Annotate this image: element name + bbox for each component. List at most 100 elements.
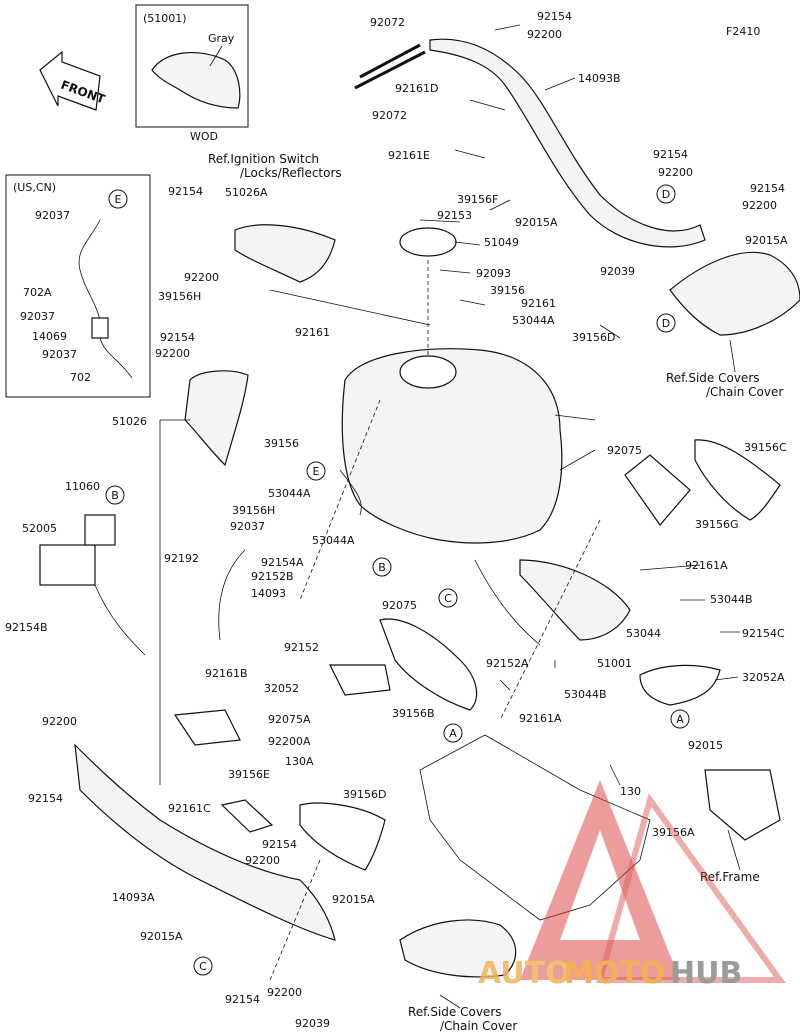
valve-14069 [91, 317, 109, 339]
callouts: E D D E B B C C A A [105, 184, 690, 976]
label-92015a-1: 92015A [515, 216, 558, 229]
label-14093a: 14093A [112, 891, 155, 904]
label-92072-bottom: 92072 [372, 109, 407, 122]
hose-92192 [218, 549, 246, 641]
fuel-pump-52005 [39, 544, 96, 586]
label-92161b: 92161B [205, 667, 248, 680]
label-92075a: 92075A [268, 713, 311, 726]
watermark-moto: MOTO [564, 956, 665, 991]
dashed-guides [269, 260, 601, 981]
callout-a-1: A [449, 727, 457, 740]
callout-d-2: D [662, 317, 670, 330]
label-92037-main: 92037 [230, 520, 265, 533]
cover-14093b [429, 38, 706, 248]
label-92075-r: 92075 [607, 444, 642, 457]
callout-e-inset: E [115, 193, 122, 206]
label-39156b: 39156B [392, 707, 435, 720]
label-53044a-3: 53044A [312, 534, 355, 547]
callout-b-2: B [378, 561, 386, 574]
fuel-tank [341, 348, 563, 544]
cowl-51026 [184, 370, 249, 467]
label-39156-a: 39156 [490, 284, 525, 297]
callout-c-2: C [199, 960, 207, 973]
label-92152a: 92152A [486, 657, 529, 670]
fuel-cap-51049 [399, 227, 457, 257]
label-92200-r1: 92200 [658, 166, 693, 179]
label-92154a: 92154A [261, 556, 304, 569]
label-92154-left: 92154 [28, 792, 63, 805]
label-39156e: 39156E [228, 768, 270, 781]
watermark-hub: HUB [670, 956, 742, 991]
label-92015: 92015 [688, 739, 723, 752]
watermark: AUTO MOTO HUB [478, 780, 786, 991]
label-92200-bm: 92200 [245, 854, 280, 867]
label-92192: 92192 [164, 552, 199, 565]
label-92200-left: 92200 [42, 715, 77, 728]
label-39156a: 39156A [652, 826, 695, 839]
label-11060: 11060 [65, 480, 100, 493]
label-92152: 92152 [284, 641, 319, 654]
label-53044b-r: 53044B [710, 593, 753, 606]
label-92161d: 92161D [395, 82, 438, 95]
gasket-11060 [84, 514, 116, 546]
watermark-auto: AUTO [478, 956, 571, 991]
label-92072-top: 92072 [370, 16, 405, 29]
part-labels: 92072 92072 92154 92200 14093B 92161D 92… [5, 10, 788, 1030]
label-92161e: 92161E [388, 149, 430, 162]
label-92154-l1: 92154 [168, 185, 203, 198]
label-92093: 92093 [476, 267, 511, 280]
label-51049: 51049 [484, 236, 519, 249]
fuel-cap-opening [399, 355, 457, 389]
inset-us-title: (US,CN) [13, 181, 56, 194]
ref-side-covers-top-2: /Chain Cover [706, 385, 783, 399]
pad-39156e [220, 799, 274, 833]
label-92037-i3: 92037 [42, 348, 77, 361]
label-32052: 32052 [264, 682, 299, 695]
callout-d-1: D [662, 188, 670, 201]
pad-39156g [624, 454, 691, 526]
side-cover-top [669, 251, 800, 336]
watermark-logo-icon [520, 780, 680, 980]
label-92161a-r: 92161A [685, 559, 728, 572]
inset-us-cn: (US,CN) [5, 174, 151, 398]
ref-side-covers-bottom: Ref.Side Covers [408, 1005, 502, 1019]
label-39156d-bottom: 39156D [343, 788, 386, 801]
label-92153: 92153 [437, 209, 472, 222]
callout-c-1: C [444, 592, 452, 605]
ref-side-covers-bottom-2: /Chain Cover [440, 1019, 517, 1033]
label-92154-l2: 92154 [160, 331, 195, 344]
hose-53044a [339, 469, 362, 516]
pad-39156b [379, 618, 478, 711]
label-92200-l2: 92200 [155, 347, 190, 360]
label-92015a-b1: 92015A [332, 893, 375, 906]
label-130: 130 [620, 785, 641, 798]
label-51026: 51026 [112, 415, 147, 428]
label-51026a: 51026A [225, 186, 268, 199]
label-14093: 14093 [251, 587, 286, 600]
label-92154: 92154 [537, 10, 572, 23]
cover-51001 [519, 559, 631, 641]
side-cover-bottom [399, 919, 517, 978]
cover-14093a [74, 743, 336, 941]
label-53044a-1: 53044A [512, 314, 555, 327]
label-92200: 92200 [527, 28, 562, 41]
label-92039: 92039 [600, 265, 635, 278]
label-92154-bm: 92154 [262, 838, 297, 851]
label-92200a: 92200A [268, 735, 311, 748]
label-53044: 53044 [626, 627, 661, 640]
label-39156-b: 39156 [264, 437, 299, 450]
inset-wod-code: (51001) [143, 12, 187, 25]
pad-39156d-lower [299, 802, 386, 871]
label-92075-mid: 92075 [382, 599, 417, 612]
label-92200-r2: 92200 [742, 199, 777, 212]
label-130a: 130A [285, 755, 314, 768]
label-14069: 14069 [32, 330, 67, 343]
figure-code: F2410 [726, 25, 760, 38]
label-92161c: 92161C [168, 802, 211, 815]
label-53044b-b: 53044B [564, 688, 607, 701]
label-51001: 51001 [597, 657, 632, 670]
label-92161-a: 92161 [521, 297, 556, 310]
pad-39156c [694, 439, 781, 521]
label-52005: 52005 [22, 522, 57, 535]
label-92154c: 92154C [742, 627, 785, 640]
